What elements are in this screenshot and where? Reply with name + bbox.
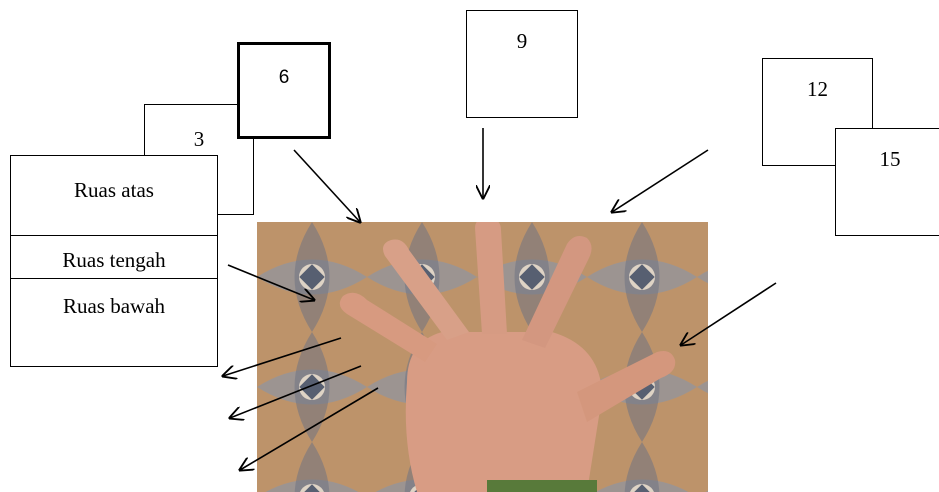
box-6-label: 6 — [278, 67, 290, 88]
ruas-tengah-label: Ruas tengah — [62, 248, 166, 272]
arrow-6 — [293, 149, 360, 222]
ruas-bawah-label: Ruas bawah — [62, 294, 166, 318]
box-15-label: 15 — [879, 147, 901, 171]
hand-photo — [257, 222, 708, 492]
ruas-atas-label: Ruas atas — [74, 178, 154, 202]
box-9: 9 — [466, 10, 578, 118]
box-9-label: 9 — [516, 29, 528, 53]
box-ruas-bawah: Ruas bawah — [10, 278, 218, 367]
box-ruas-tengah: Ruas tengah — [10, 235, 218, 281]
box-3-label: 3 — [193, 127, 205, 151]
box-12-label: 12 — [807, 77, 828, 101]
arrow-12 — [612, 149, 709, 212]
box-15: 15 — [835, 128, 939, 236]
box-ruas-atas: Ruas atas — [10, 155, 218, 238]
box-6: 6 — [237, 42, 331, 139]
